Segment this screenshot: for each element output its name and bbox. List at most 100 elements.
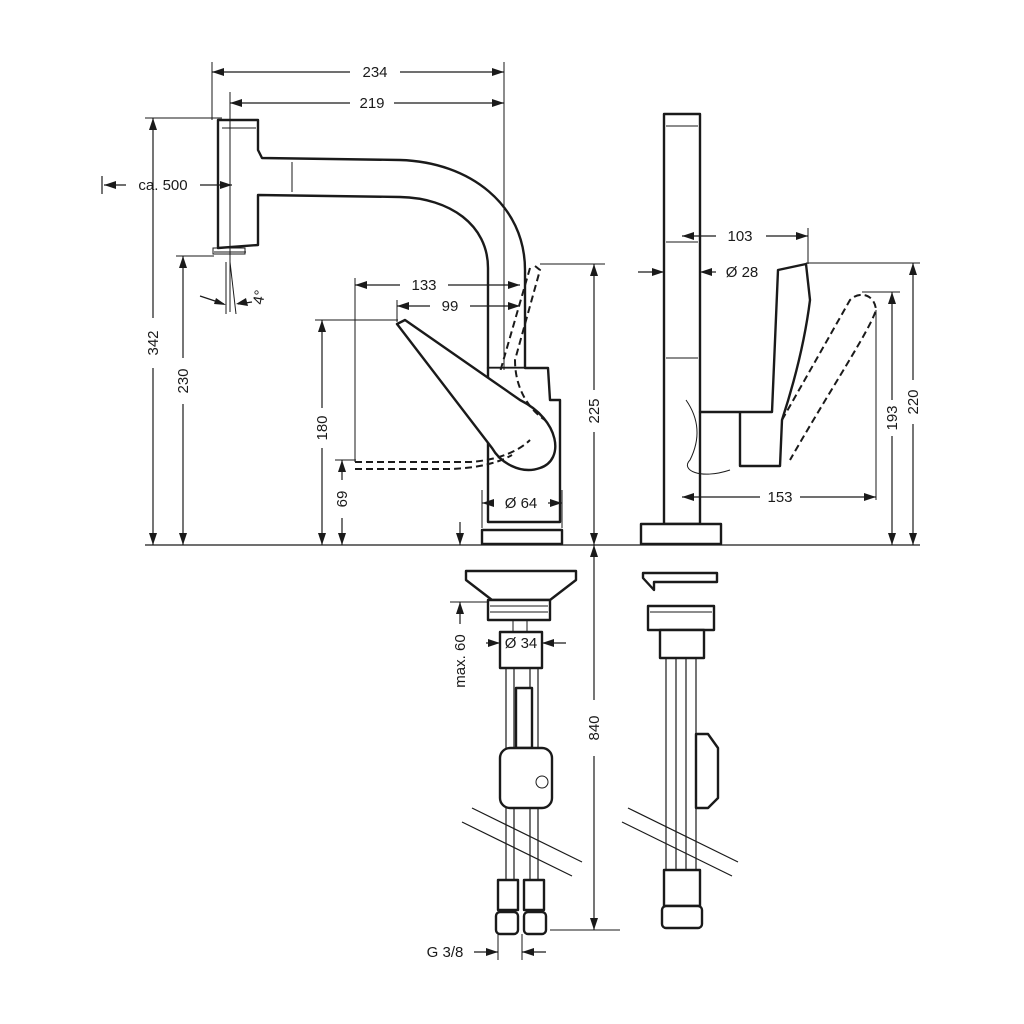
side-hose-end [662,868,702,908]
arrow [149,118,157,130]
break-line-2 [471,807,583,863]
arrow [236,298,248,306]
arrow [864,493,876,501]
arrow [179,256,187,268]
side-lever [698,262,812,468]
side-view-faucet [621,112,878,930]
fixing-screw [512,619,528,633]
arrow [318,533,326,545]
hose-coupling [514,686,534,750]
arrow [590,533,598,545]
dimension-labels: 234 219 ca. 500 4° 342 230 133 99 180 69… [138,64,922,961]
label-133: 133 [411,277,436,294]
mounting-nut [486,598,552,622]
arrow [355,281,367,289]
spout-body [216,118,527,370]
arrow [318,320,326,332]
label-diameter-28: Ø 28 [726,264,759,281]
arrow [104,181,116,189]
label-180: 180 [314,415,331,440]
label-diameter-64: Ø 64 [505,495,538,512]
label-99: 99 [442,298,459,315]
arrow [456,533,464,545]
arrow [492,68,504,76]
label-103: 103 [727,228,752,245]
label-69: 69 [334,491,351,508]
label-4-deg: 4° [250,289,269,306]
label-220: 220 [905,389,922,414]
mixing-lever-open-position-2 [499,267,531,373]
side-hose-connector [660,904,704,930]
arrow [682,493,694,501]
arrow [796,232,808,240]
break-line-1 [461,821,573,877]
label-max-60: max. 60 [452,634,469,687]
side-shank [658,628,706,660]
side-spout-column [662,112,702,526]
spray-nozzle [212,247,246,255]
label-193: 193 [884,405,901,430]
label-219: 219 [359,95,384,112]
weight-unit [498,746,554,810]
arrow [909,263,917,275]
arrow [397,302,409,310]
arrow [492,99,504,107]
label-ca-500: ca. 500 [138,177,187,194]
label-diameter-34: Ø 34 [505,635,538,652]
dimension-lines [101,62,920,960]
arrow [700,268,712,276]
label-234: 234 [362,64,387,81]
arrow [230,99,242,107]
arrow [338,460,346,472]
side-mounting-nut [646,604,716,632]
hose-connector-right [522,910,548,936]
arrow [542,639,554,647]
front-view-faucet [212,118,583,936]
label-225: 225 [586,398,603,423]
arrow [486,948,498,956]
mixing-lever-down-position [355,439,531,463]
label-g-3-8: G 3/8 [427,944,464,961]
arrow [508,281,520,289]
arrow [888,533,896,545]
arrow [590,264,598,276]
arrow [682,232,694,240]
arrow [590,918,598,930]
label-840: 840 [586,715,603,740]
arrow [508,302,520,310]
side-mounting-flange [641,571,719,592]
arrow [212,68,224,76]
hose-connector-left [494,910,520,936]
hose-end-left [496,878,520,912]
arrow [522,948,534,956]
arrow [220,181,232,189]
side-base-plate [639,522,723,546]
side-break-line-2 [621,821,733,877]
arrow [488,639,500,647]
arrow [550,499,562,507]
label-230: 230 [175,368,192,393]
arrow [214,298,226,305]
arrow [179,533,187,545]
arrow [149,533,157,545]
arrow [338,533,346,545]
arrow [590,545,598,557]
mixing-lever-open-position [513,265,546,421]
dim-4-ext-2 [229,261,237,315]
arrow [456,602,464,614]
arrow [652,268,664,276]
mixing-lever-down-position-2 [355,454,513,470]
arrow [888,292,896,304]
side-break-line-1 [627,807,739,863]
arrow [909,533,917,545]
side-lever-open-position [781,293,878,461]
side-weight-unit [694,732,720,810]
weight-unit-detail [535,775,549,789]
faucet-base-plate [480,528,564,546]
side-body-curve [685,399,731,475]
label-342: 342 [145,330,162,355]
arrow [482,499,494,507]
label-153: 153 [767,489,792,506]
hose-end-right [522,878,546,912]
